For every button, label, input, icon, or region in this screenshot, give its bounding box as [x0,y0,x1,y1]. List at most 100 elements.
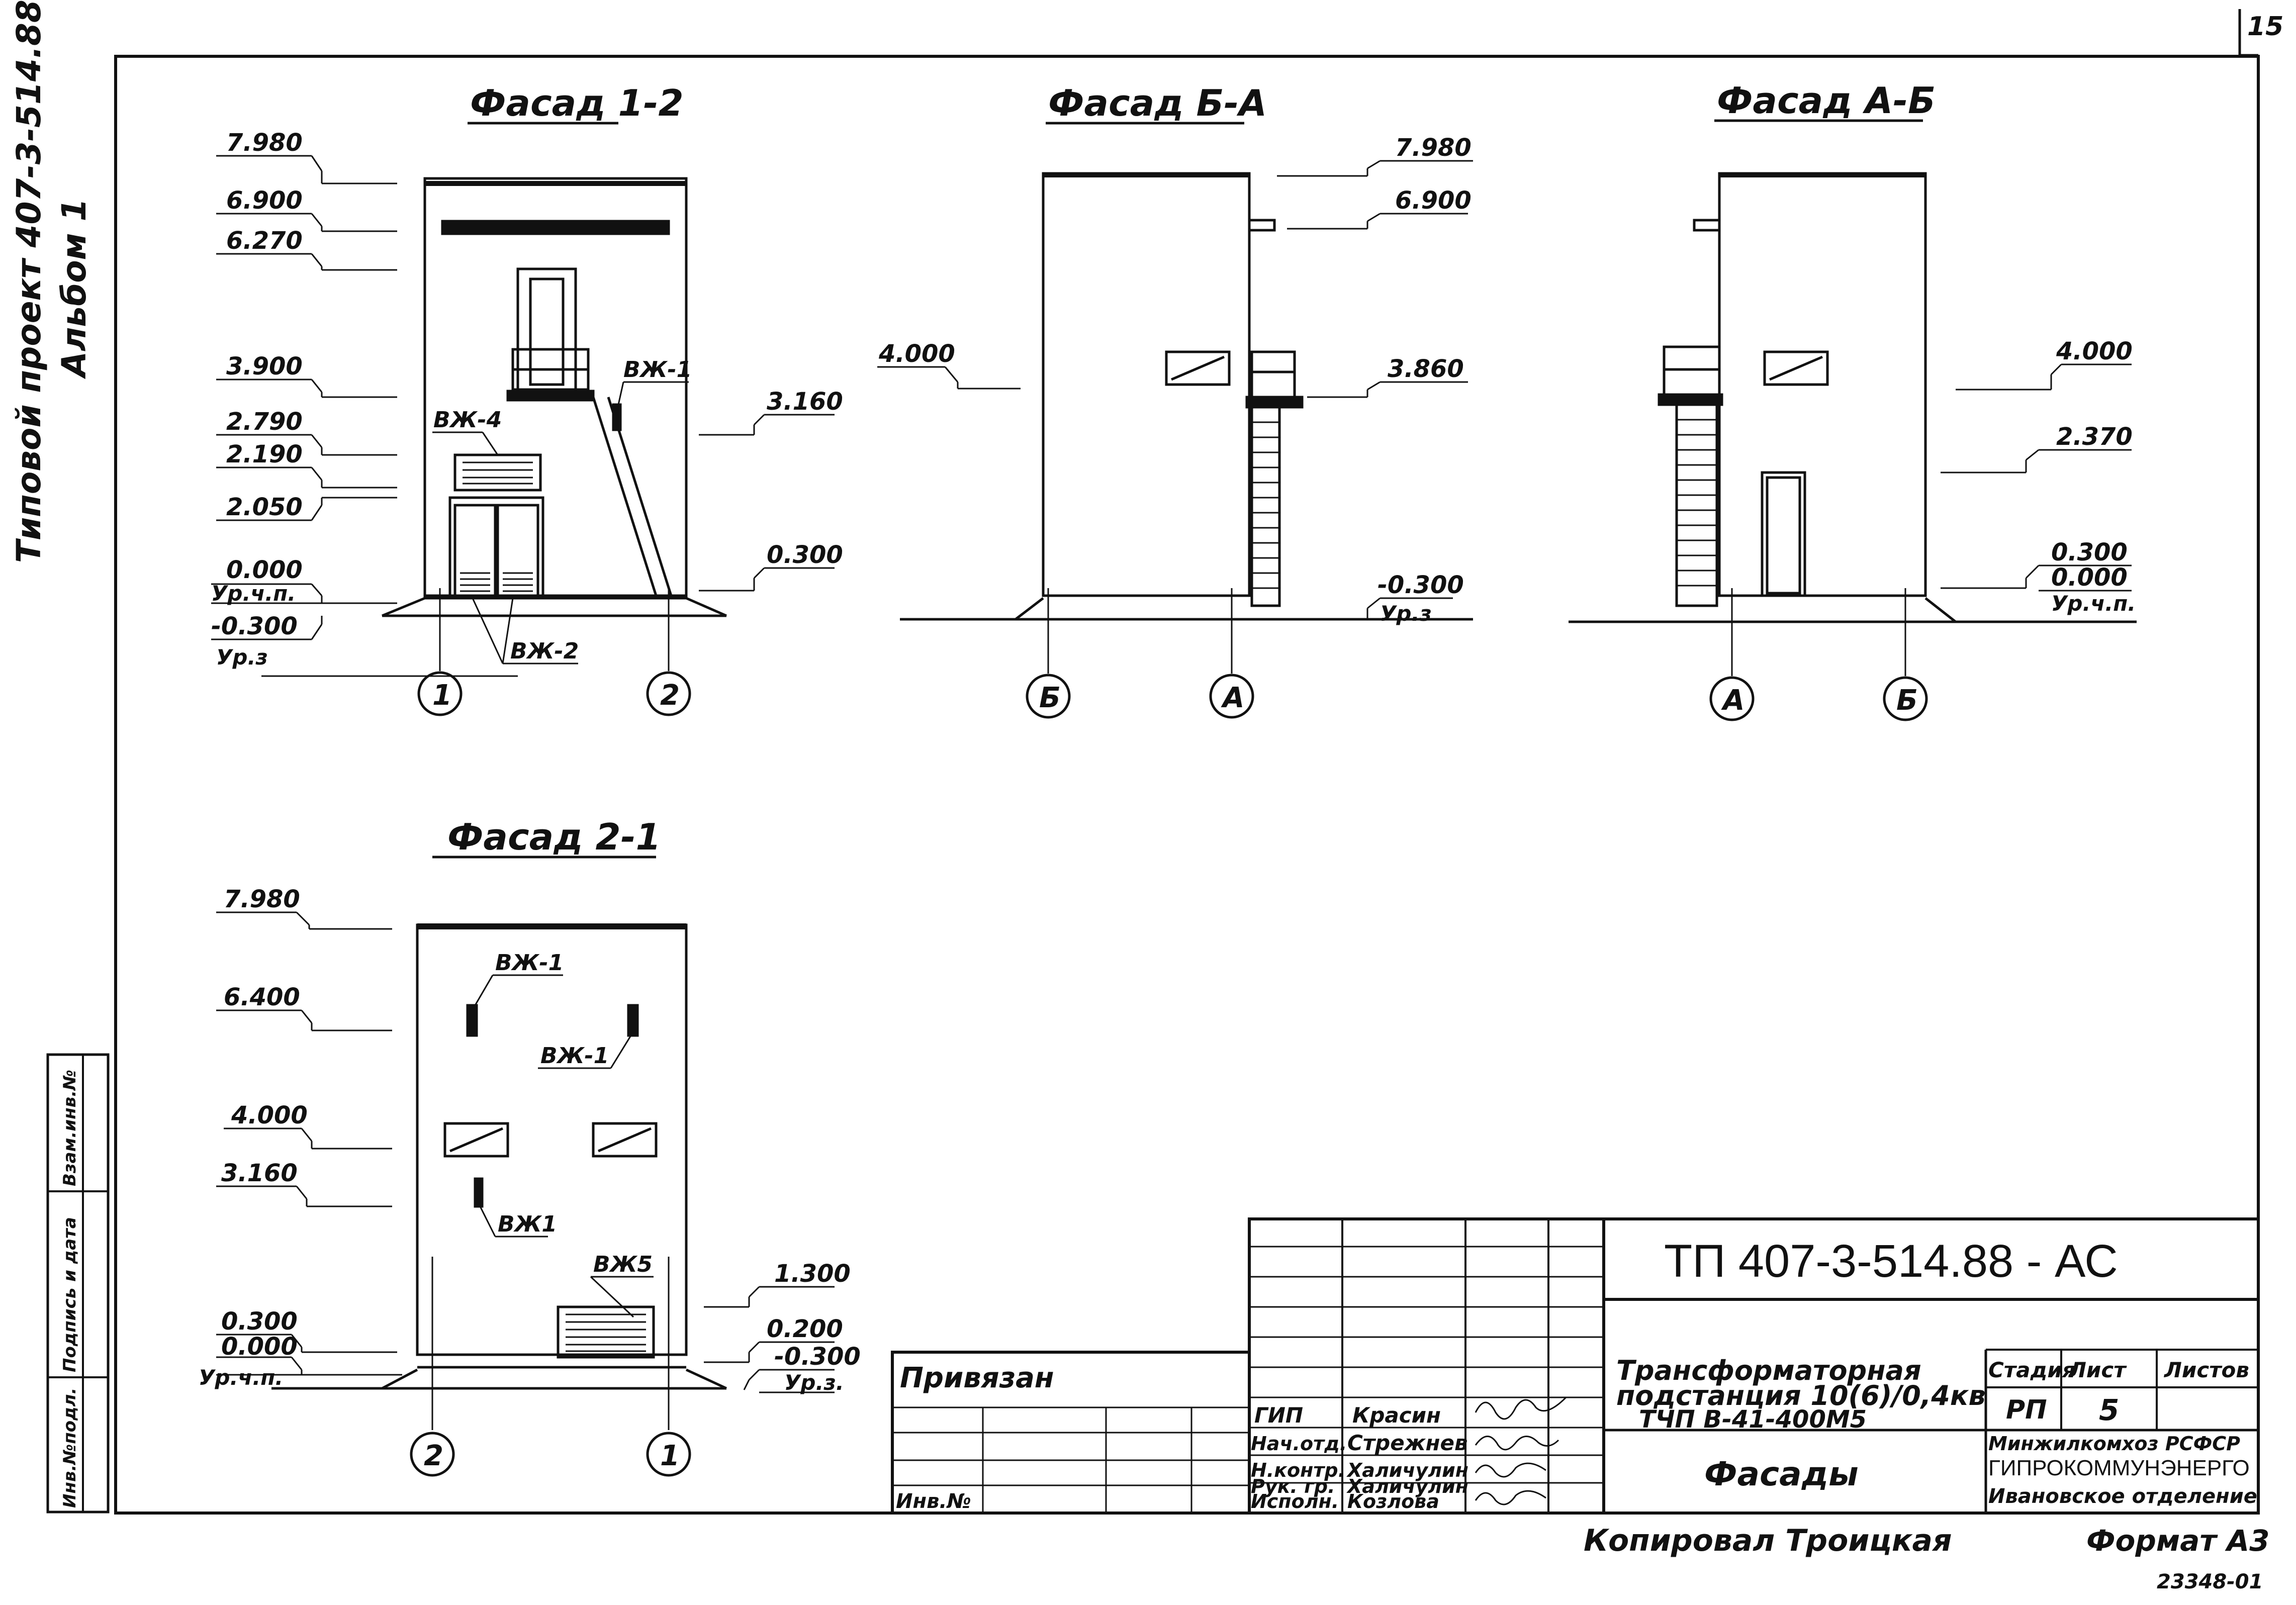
facade-a-b-title: Фасад А-Б [1717,79,1936,122]
f21-mark-vzh5: ВЖ5 [593,1252,653,1277]
axis-a-label: А [1221,682,1244,714]
f21-mark-vzh1-b: ВЖ-1 [540,1043,609,1069]
facade-2-1: Фасад 2-1 2 1 [199,816,861,1477]
fab-level-0000: 0.000 [2051,563,2128,592]
f21-level-6400: 6.400 [224,983,300,1011]
f12-mark-vzh4: ВЖ-4 [433,407,502,433]
axis-1b-label: 1 [660,1440,680,1472]
org-line2: ГИПРОКОММУНЭНЕРГО [1988,1456,2250,1480]
f12-level-0000: 0.000 [226,556,303,584]
sheet-header: Лист [2068,1358,2127,1382]
f21-level-7980: 7.980 [224,885,300,913]
name-group: Халичулин [1346,1475,1468,1497]
margin-stamp: Типовой проект 407-3-514.88 Альбом 1 [10,0,94,563]
axis-a2-label: А [1721,684,1744,717]
fab-level-4000: 4.000 [2056,337,2133,365]
object-name-line3: ТЧП В-41-400М5 [1639,1405,1867,1434]
f21-right-level-1300: 1.300 [774,1260,851,1288]
side-cell-sign: Подпись и дата [60,1217,80,1372]
drawing-code: ТП 407-3-514.88 - АС [1664,1236,2118,1287]
copied-by: Копировал Троицкая [1584,1523,1952,1558]
axis-b2-label: Б [1896,684,1918,717]
f21-right-level-ground: Ур.з. [784,1370,844,1395]
f21-level-0000: 0.000 [221,1333,298,1361]
title-block [891,1217,2260,1515]
f21-level-3160: 3.160 [221,1159,298,1187]
f12-level-minus0300: -0.300 [211,612,298,640]
role-gip: ГИП [1254,1403,1303,1428]
side-cell-replace: Взам.инв.№ [60,1070,80,1186]
f21-level-floor: Ур.ч.п. [199,1365,283,1390]
f21-mark-vzh1-c: ВЖ1 [498,1211,557,1237]
facade-a-b: Фасад А-Б А Б [1569,79,2137,721]
f12-right-level-0300: 0.300 [767,541,843,569]
name-norm: Халичулин [1346,1459,1468,1481]
stage-header: Стадия [1988,1358,2076,1382]
side-approval-table: Инв.№подл. Подпись и дата Взам.инв.№ [46,1053,110,1514]
f12-level-ground: Ур.з [216,645,268,670]
margin-album: Альбом 1 [55,199,94,380]
f12-level-2050: 2.050 [226,493,303,521]
role-head: Нач.отд. [1251,1433,1347,1455]
facade-1-2-title: Фасад 1-2 [470,82,684,124]
axis-1-label: 1 [432,679,452,712]
page-number-box: 15 [2238,9,2283,57]
name-head: Стрежнев [1347,1431,1468,1455]
title-block-text: ТП 407-3-514.88 - АС Трансформаторная по… [896,1236,2257,1513]
side-cell-inv: Инв.№подл. [60,1388,80,1508]
f12-level-7980: 7.980 [226,129,303,157]
role-exec: Исполн. [1251,1490,1339,1513]
archive-number: 23348-01 [2157,1570,2263,1593]
fab-level-0300: 0.300 [2051,538,2128,567]
f12-level-2790: 2.790 [226,408,303,436]
facade-b-a-title: Фасад Б-А [1048,82,1267,124]
f21-level-4000: 4.000 [231,1101,308,1129]
f12-level-2190: 2.190 [226,440,303,468]
fab-level-2370: 2.370 [2056,423,2133,451]
sheet-value: 5 [2099,1393,2119,1427]
f21-level-0300: 0.300 [221,1307,298,1336]
name-exec: Козлова [1347,1490,1439,1513]
facade-b-a: Фасад Б-А Б А [877,82,1473,719]
page-number: 15 [2247,12,2283,42]
object-name-line1: Трансформаторная [1616,1355,1921,1386]
fba-level-3860: 3.860 [1388,355,1464,383]
facade-2-1-title: Фасад 2-1 [447,816,661,858]
tied-label: Привязан [900,1362,1054,1394]
fba-level-4000: 4.000 [878,340,955,368]
margin-project-code: Типовой проект 407-3-514.88 [10,0,48,563]
fab-level-floor: Ур.ч.п. [2051,591,2136,616]
fba-level-7980: 7.980 [1395,134,1472,162]
sheet-format: Формат А3 [2086,1524,2269,1558]
f12-level-6900: 6.900 [226,186,303,215]
f21-right-level-minus0300: -0.300 [774,1343,861,1371]
fba-level-ground: Ур.з [1380,601,1432,626]
f12-mark-vzh2: ВЖ-2 [510,638,579,664]
f12-level-6270: 6.270 [226,227,303,255]
role-norm: Н.контр. [1251,1459,1345,1481]
name-gip: Красин [1352,1403,1441,1428]
axis-2b-label: 2 [424,1440,443,1472]
sheet-name: Фасады [1704,1455,1859,1493]
f12-mark-vzh1: ВЖ-1 [623,357,692,383]
f12-level-3900: 3.900 [226,352,303,381]
inv-label: Инв.№ [896,1490,971,1513]
f21-right-level-0200: 0.200 [767,1315,843,1343]
role-group: Рук. гр. [1251,1475,1335,1497]
axis-b-label: Б [1039,682,1061,714]
f12-right-level-3160: 3.160 [767,388,843,416]
f12-level-floor: Ур.ч.п. [211,581,296,606]
org-line3: Ивановское отделение [1988,1485,2257,1508]
object-name-line2: подстанция 10(6)/0,4кв [1616,1380,1986,1411]
fba-level-minus0300: -0.300 [1377,571,1464,599]
sheets-header: Листов [2163,1358,2249,1382]
signatures [1475,1396,1567,1505]
org-line1: Минжилкомхоз РСФСР [1988,1433,2240,1455]
footer: Копировал Троицкая Формат А3 23348-01 [1584,1523,2269,1593]
stage-value: РП [2006,1395,2047,1425]
facade-1-2: Фасад 1-2 [211,82,843,716]
axis-2-label: 2 [660,679,680,712]
fba-level-6900: 6.900 [1395,186,1472,215]
f21-mark-vzh1-a: ВЖ-1 [495,950,564,976]
